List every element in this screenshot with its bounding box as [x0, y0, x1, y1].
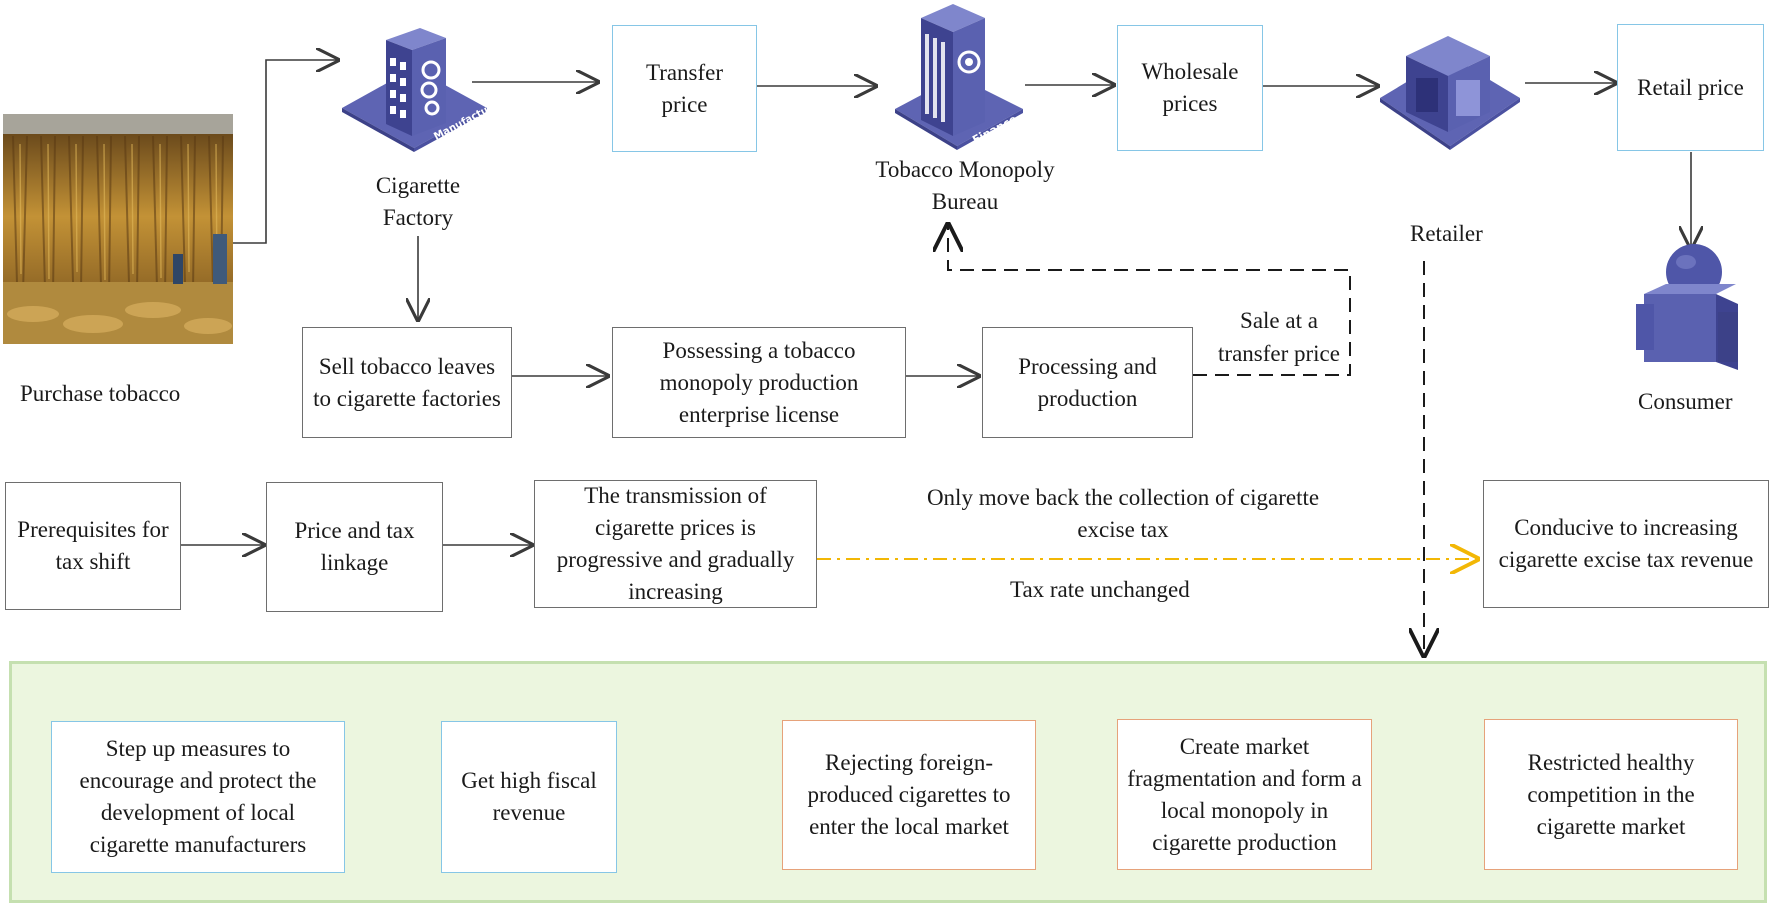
finance-building-icon: Finance [895, 4, 1025, 159]
prerequisites-box: Prerequisites for tax shift [5, 482, 181, 610]
tobacco-leaves-photo [3, 114, 233, 344]
retail-store-icon: Retailing [1378, 28, 1524, 178]
only-move-back-label: Only move back the collection of cigaret… [926, 485, 1320, 542]
factory-building-icon: Manufacture [342, 28, 501, 158]
price-tax-linkage-box: Price and tax linkage [266, 482, 443, 612]
retail-price-box: Retail price [1617, 24, 1764, 151]
sale-transfer-price-label: Sale at a transfer price [1218, 308, 1340, 366]
purchase-tobacco-label: Purchase tobacco [20, 381, 181, 406]
tax-rate-unchanged-label: Tax rate unchanged [1010, 577, 1190, 602]
processing-production-box: Processing and production [982, 327, 1193, 438]
transmission-prices-box: The transmission of cigarette prices is … [534, 480, 817, 608]
sell-tobacco-leaves-box: Sell tobacco leaves to cigarette factori… [302, 327, 512, 438]
possessing-license-box: Possessing a tobacco monopoly production… [612, 327, 906, 438]
high-fiscal-revenue-box: Get high fiscal revenue [441, 721, 617, 873]
market-fragmentation-box: Create market fragmentation and form a l… [1117, 719, 1372, 870]
consumer-person-icon [1636, 242, 1746, 377]
cigarette-factory-label: Cigarette Factory [375, 173, 461, 230]
consumer-label: Consumer [1638, 389, 1733, 414]
restricted-competition-box: Restricted healthy competition in the ci… [1484, 719, 1738, 870]
tobacco-monopoly-bureau-label: Tobacco Monopoly Bureau [875, 157, 1055, 214]
retailer-label: Retailer [1410, 221, 1483, 246]
conducive-box: Conducive to increasing cigarette excise… [1483, 480, 1769, 608]
arrow-photo-to-factory [233, 60, 340, 244]
transfer-price-box: Transfer price [612, 25, 757, 152]
rejecting-foreign-box: Rejecting foreign-produced cigarettes to… [782, 720, 1036, 870]
step-up-measures-box: Step up measures to encourage and protec… [51, 721, 345, 873]
wholesale-prices-box: Wholesale prices [1117, 25, 1263, 151]
